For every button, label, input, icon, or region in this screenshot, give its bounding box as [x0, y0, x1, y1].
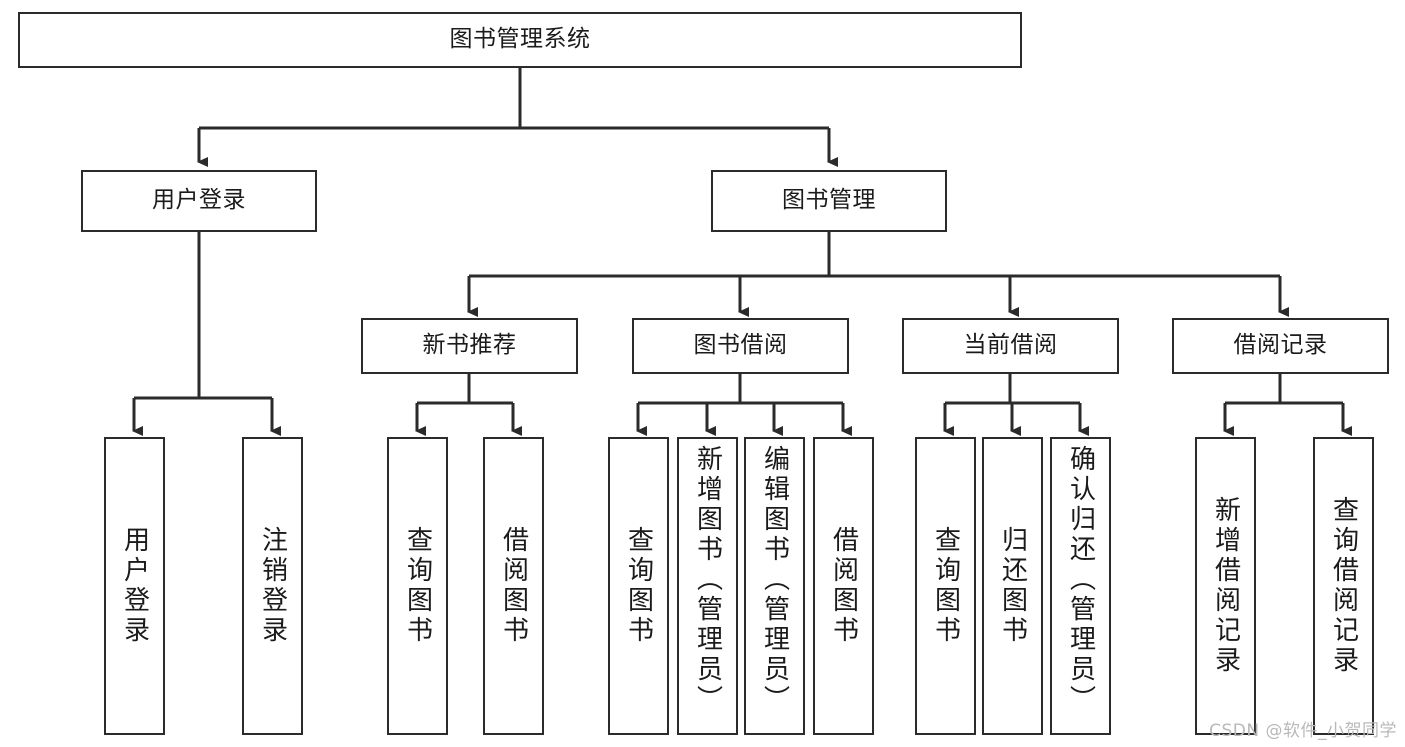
node-leaf-query-book-1-label: 查询图书 [402, 526, 433, 646]
node-leaf-edit-book-label: 编辑图书（管理员） [759, 445, 790, 715]
node-book-borrow[interactable]: 图书借阅 [632, 318, 849, 374]
node-book-borrow-label: 图书借阅 [693, 332, 788, 359]
node-borrow-record-label: 借阅记录 [1233, 332, 1328, 359]
node-leaf-query-book-2[interactable]: 查询图书 [608, 437, 669, 735]
node-leaf-logout-login[interactable]: 注销登录 [242, 437, 303, 735]
node-leaf-borrow-book-2[interactable]: 借阅图书 [813, 437, 874, 735]
node-leaf-return-book-label: 归还图书 [997, 526, 1028, 646]
node-book-management-label: 图书管理 [782, 187, 876, 214]
node-leaf-add-borrow-record-label: 新增借阅记录 [1210, 496, 1241, 676]
node-user-login-label: 用户登录 [152, 187, 246, 214]
node-leaf-query-borrow-record[interactable]: 查询借阅记录 [1313, 437, 1374, 735]
node-leaf-borrow-book-2-label: 借阅图书 [828, 526, 859, 646]
node-new-book-recommend[interactable]: 新书推荐 [361, 318, 578, 374]
node-current-borrow-label: 当前借阅 [963, 332, 1058, 359]
node-leaf-user-login[interactable]: 用户登录 [104, 437, 165, 735]
node-leaf-edit-book[interactable]: 编辑图书（管理员） [744, 437, 805, 735]
node-root-label: 图书管理系统 [449, 26, 591, 53]
node-leaf-query-book-2-label: 查询图书 [623, 526, 654, 646]
node-root-system[interactable]: 图书管理系统 [18, 12, 1022, 68]
node-current-borrow[interactable]: 当前借阅 [902, 318, 1119, 374]
node-new-book-recommend-label: 新书推荐 [422, 332, 517, 359]
node-borrow-record[interactable]: 借阅记录 [1172, 318, 1389, 374]
node-leaf-confirm-return-label: 确认归还（管理员） [1065, 445, 1096, 715]
node-leaf-add-book[interactable]: 新增图书（管理员） [677, 437, 738, 735]
node-leaf-borrow-book-1-label: 借阅图书 [498, 526, 529, 646]
node-leaf-query-book-3-label: 查询图书 [930, 526, 961, 646]
node-user-login[interactable]: 用户登录 [81, 170, 317, 232]
node-leaf-logout-login-label: 注销登录 [257, 526, 288, 646]
node-leaf-query-book-3[interactable]: 查询图书 [915, 437, 976, 735]
node-leaf-query-borrow-record-label: 查询借阅记录 [1328, 496, 1359, 676]
node-leaf-query-book-1[interactable]: 查询图书 [387, 437, 448, 735]
node-leaf-user-login-label: 用户登录 [119, 526, 150, 646]
node-leaf-borrow-book-1[interactable]: 借阅图书 [483, 437, 544, 735]
node-leaf-return-book[interactable]: 归还图书 [982, 437, 1043, 735]
node-leaf-confirm-return[interactable]: 确认归还（管理员） [1050, 437, 1111, 735]
node-leaf-add-book-label: 新增图书（管理员） [692, 445, 723, 715]
node-leaf-add-borrow-record[interactable]: 新增借阅记录 [1195, 437, 1256, 735]
node-book-management[interactable]: 图书管理 [711, 170, 947, 232]
